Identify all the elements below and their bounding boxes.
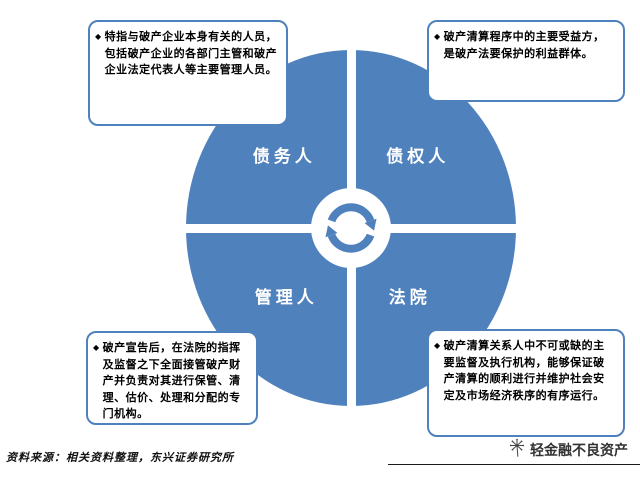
diamond-bullet-icon: ◆ (95, 32, 102, 41)
brand-name: 轻金融不良资产 (530, 443, 628, 459)
note-court-text: 破产清算关系人中不可或缺的主要监督及执行机构，能够保证破产清算的顺利进行并维护社… (443, 339, 605, 402)
source-note: 资料来源：相关资料整理，东兴证券研究所 (6, 451, 234, 464)
note-administrator-text: 破产宣告后，在法院的指挥及监督之下全面接管破产财产并负责对其进行保管、清理、估价… (102, 341, 241, 420)
note-creditor-text: 破产清算程序中的主要受益方，是破产法要保护的利益群体。 (443, 30, 605, 60)
quadrant-court-label: 法院 (388, 287, 431, 308)
note-court: ◆ 破产清算关系人中不可或缺的主要监督及执行机构，能够保证破产清算的顺利进行并维… (427, 329, 625, 437)
diamond-bullet-icon: ◆ (434, 341, 441, 350)
quadrant-debtor-label: 债务人 (252, 147, 316, 168)
note-debtor-text: 特指与破产企业本身有关的人员，包括破产企业的各部门主管和破产企业法定代表人等主要… (104, 30, 278, 76)
note-debtor: ◆ 特指与破产企业本身有关的人员，包括破产企业的各部门主管和破产企业法定代表人等… (88, 20, 288, 126)
note-administrator: ◆ 破产宣告后，在法院的指挥及监督之下全面接管破产财产并负责对其进行保管、清理、… (86, 331, 258, 425)
diamond-bullet-icon: ◆ (434, 32, 441, 41)
quadrant-creditor-label: 债权人 (386, 147, 450, 168)
dandelion-icon (507, 438, 527, 462)
note-creditor: ◆ 破产清算程序中的主要受益方，是破产法要保护的利益群体。 (427, 20, 625, 102)
diamond-bullet-icon: ◆ (93, 343, 100, 352)
brand-logo: 轻金融不良资产 (507, 438, 628, 462)
cycle-diagram: 债务人 债权人 管理人 法院 (186, 50, 516, 406)
cycle-arrows-icon (311, 188, 391, 268)
footer-divider (388, 464, 640, 465)
quadrant-administrator-label: 管理人 (254, 287, 318, 308)
